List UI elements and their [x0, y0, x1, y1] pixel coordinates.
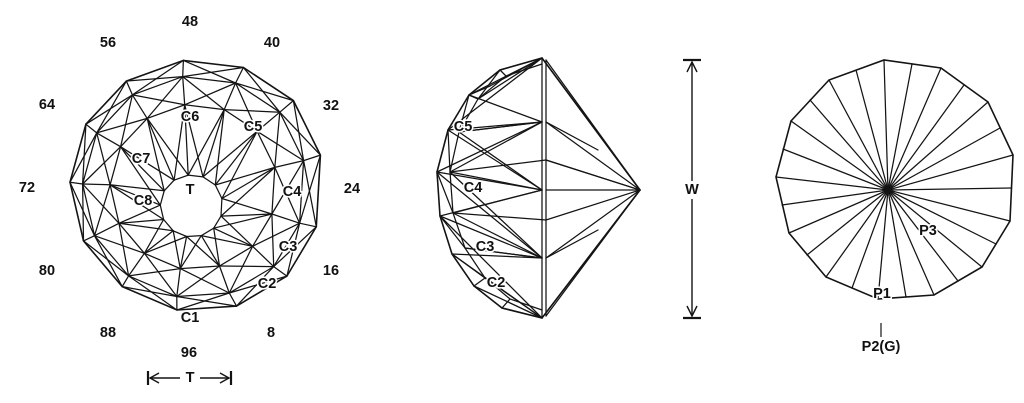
crown-index-24: 24	[344, 181, 360, 197]
pavilion-facet-labels: P1 P3 P2(G)	[862, 221, 939, 355]
pavilion-label-P2G: P2(G)	[862, 339, 901, 355]
crown-star-lattice	[81, 75, 305, 298]
pavilion-break-facets	[781, 63, 1012, 298]
width-dim-label-bg	[682, 181, 702, 199]
crown-label-C2: C2	[258, 276, 277, 292]
pavilion-label-P3: P3	[919, 223, 937, 239]
crown-facet-labels: T C1 C2 C3 C4 C5 C6 C7 C8	[130, 107, 303, 327]
width-dim-arrow-top	[686, 60, 698, 73]
pavilion-label-P1: P1	[873, 286, 891, 302]
crown-label-C5: C5	[244, 119, 263, 135]
crown-star-points	[109, 104, 276, 270]
table-dim-arrow-left	[148, 372, 160, 384]
pavilion-main-facets	[775, 59, 1014, 300]
crown-index-56: 56	[100, 35, 116, 51]
table-dim-label-bg	[180, 370, 200, 386]
crown-table-outline	[159, 174, 223, 238]
crown-mid-ring	[109, 104, 276, 270]
crown-girdle-bracing	[69, 59, 322, 311]
crown-label-C7: C7	[132, 151, 151, 167]
profile-inner-silhouette	[449, 63, 543, 311]
crown-label-C3: C3	[279, 239, 298, 255]
profile-facet-labels: C5 C4 C3 C2	[452, 117, 507, 292]
crown-kite-radials	[81, 75, 305, 298]
crown-label-T: T	[186, 182, 195, 198]
profile-label-C2: C2	[487, 275, 506, 291]
crown-index-64: 64	[39, 97, 55, 113]
crown-label-C8: C8	[134, 193, 153, 209]
width-dimension: W	[682, 58, 702, 320]
crown-girdle-radials	[69, 59, 322, 311]
profile-crown-facets	[436, 57, 543, 319]
profile-label-C5: C5	[454, 119, 473, 135]
crown-index-88: 88	[100, 325, 116, 341]
profile-pavilion-fan	[541, 57, 641, 319]
crown-index-48: 48	[182, 14, 198, 30]
table-width-dimension: T	[146, 370, 233, 386]
crown-view: 48 56 40 64 32 72 24 80 16 88 8 96 T C1 …	[19, 14, 360, 386]
crown-index-32: 32	[323, 98, 339, 114]
crown-index-numbers: 48 56 40 64 32 72 24 80 16 88 8 96	[19, 14, 360, 361]
profile-center-spine	[541, 57, 547, 319]
crown-index-40: 40	[264, 35, 280, 51]
width-dim-label: W	[685, 182, 699, 198]
profile-girdle-lines	[449, 121, 547, 259]
crown-index-80: 80	[39, 263, 55, 279]
crown-label-C6: C6	[181, 109, 200, 125]
crown-inner-girdle-ring	[81, 75, 305, 298]
crown-label-C1: C1	[181, 310, 200, 326]
profile-label-C3: C3	[476, 239, 495, 255]
profile-label-C4: C4	[464, 180, 483, 196]
width-dim-arrow-bottom	[686, 305, 698, 318]
profile-view: C5 C4 C3 C2	[436, 57, 642, 319]
crown-bezel-radials	[109, 104, 276, 270]
table-dim-label: T	[186, 370, 195, 386]
crown-index-96: 96	[181, 345, 197, 361]
crown-index-72: 72	[19, 180, 35, 196]
table-dim-arrow-right	[219, 372, 231, 384]
crown-index-8: 8	[267, 325, 275, 341]
crown-index-16: 16	[323, 263, 339, 279]
pavilion-view: P1 P3 P2(G)	[775, 59, 1014, 355]
crown-label-C4: C4	[283, 184, 302, 200]
